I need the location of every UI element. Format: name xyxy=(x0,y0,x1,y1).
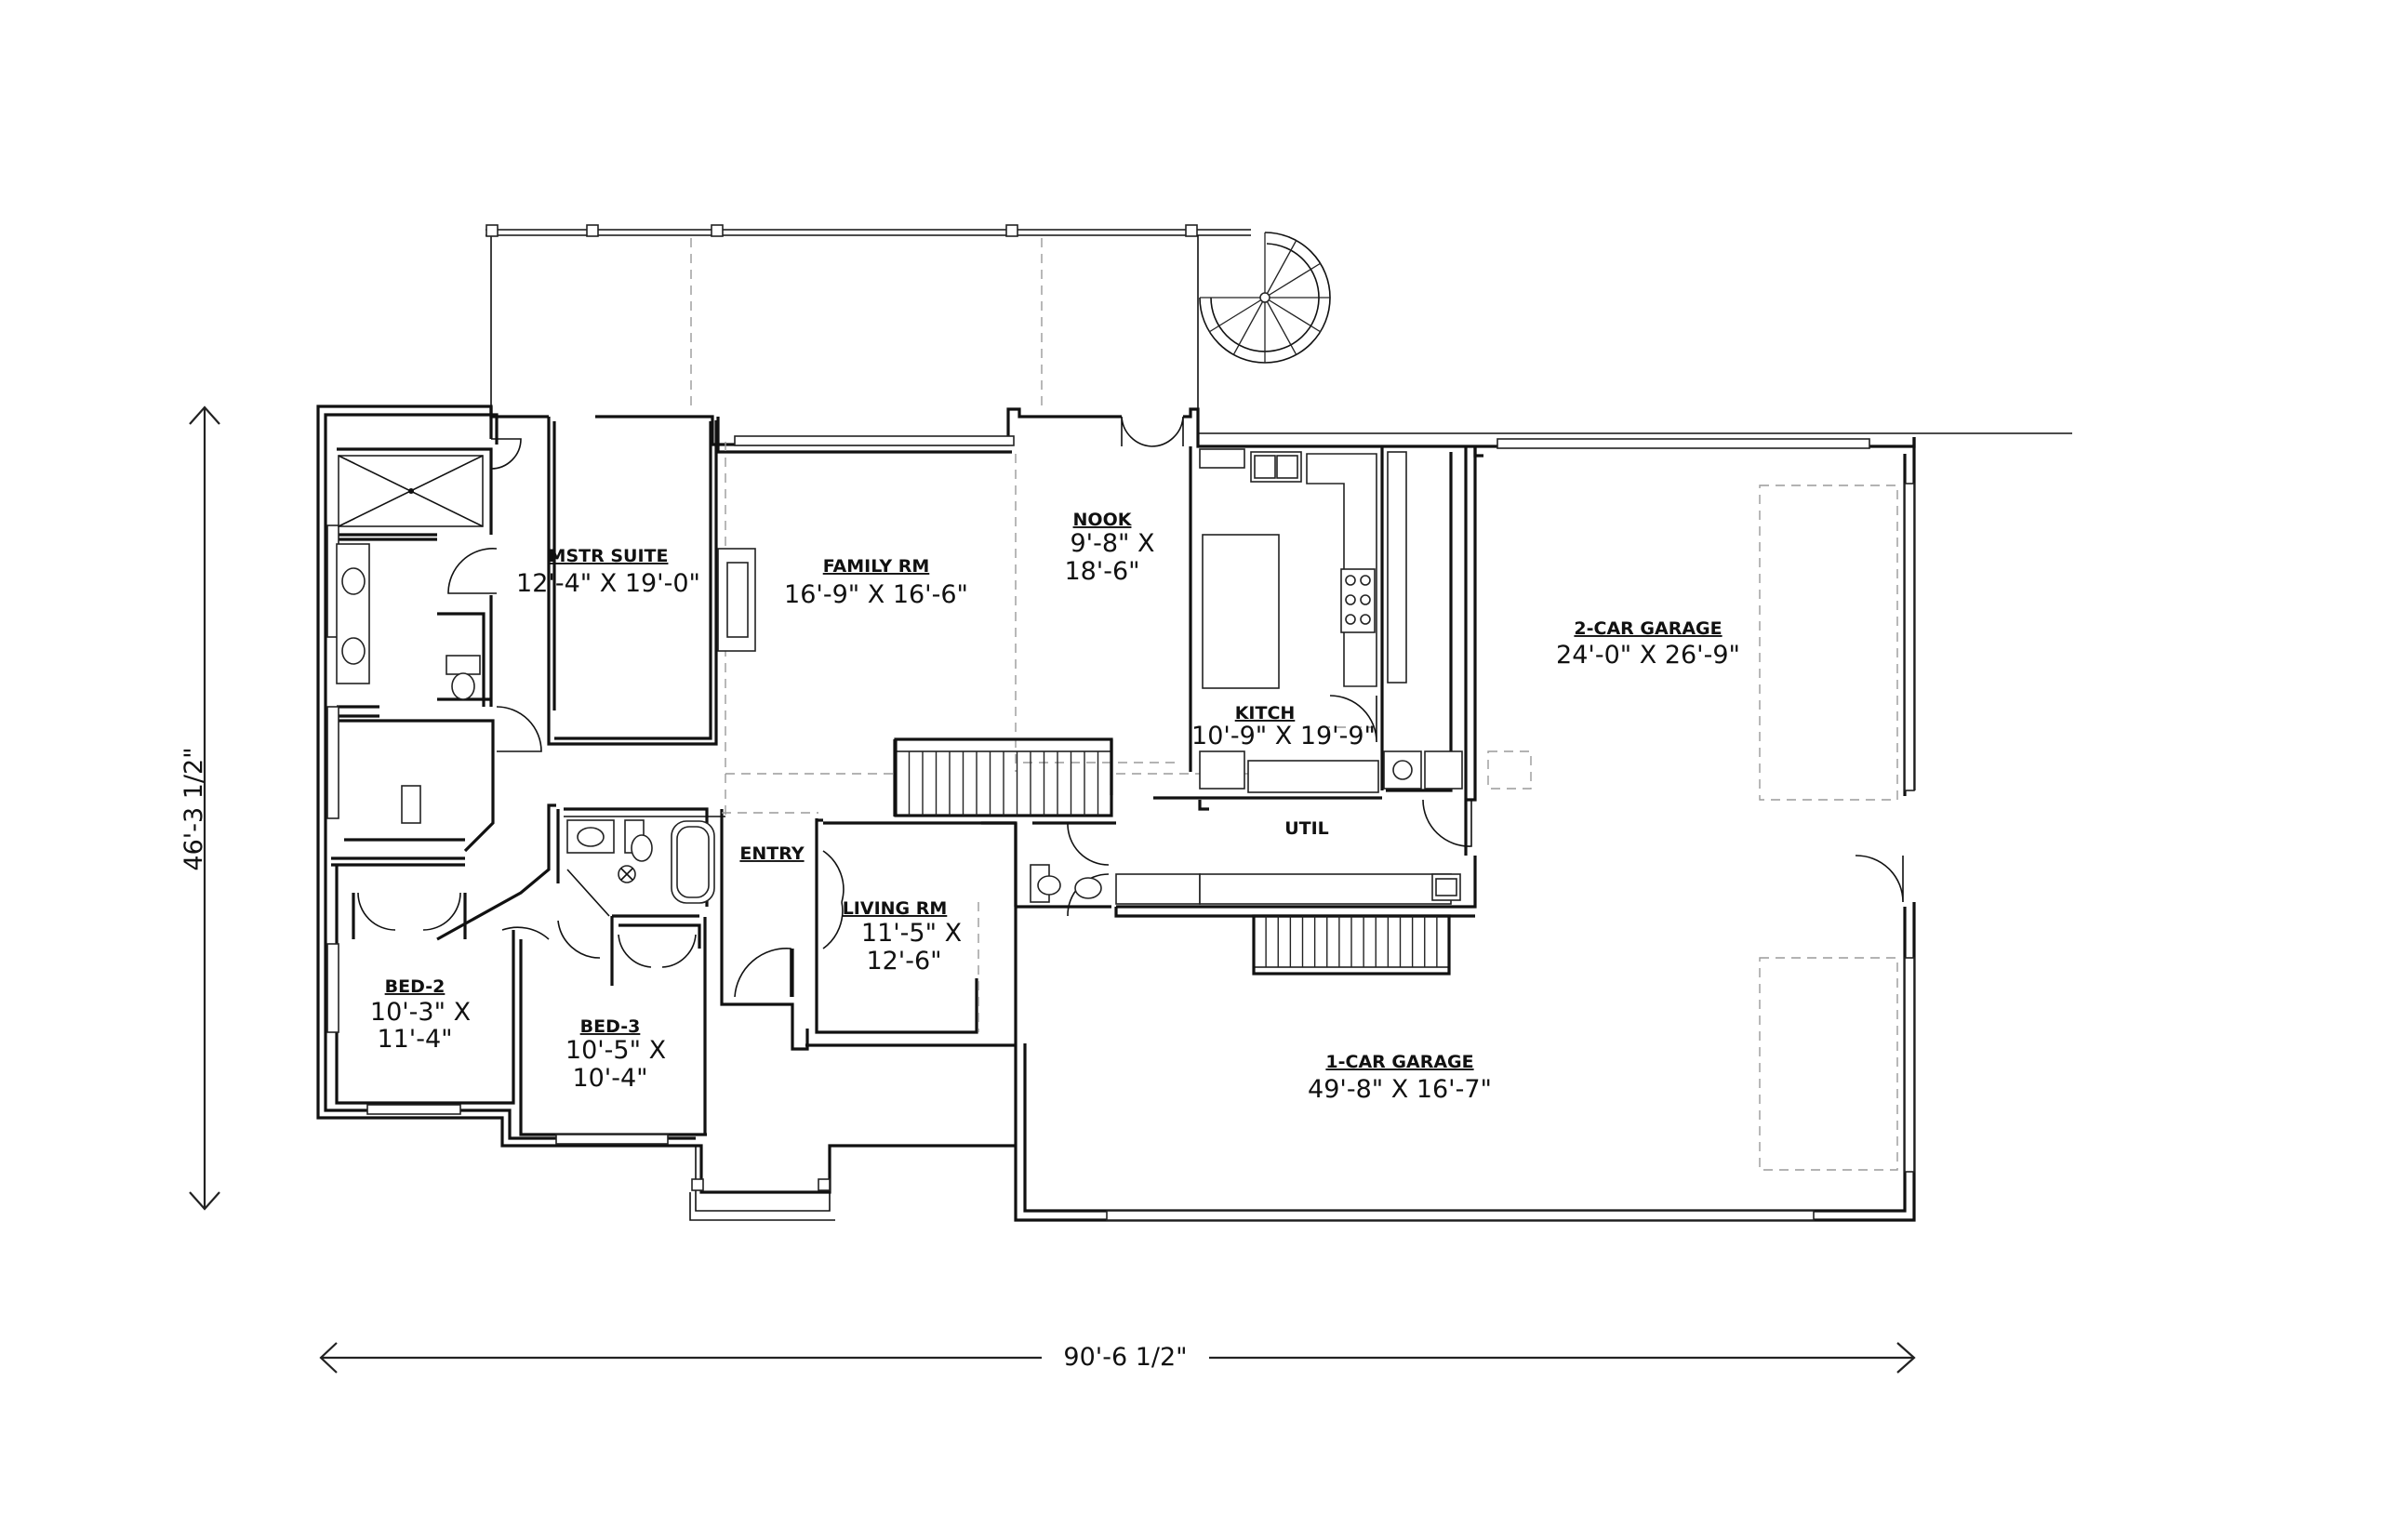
stairs xyxy=(894,737,1451,976)
room-2-car-garage: 2-CAR GARAGE 24'-0" X 26'-9" xyxy=(1556,618,1740,670)
room-name: LIVING RM xyxy=(843,898,948,919)
room-name: UTIL xyxy=(1284,818,1329,839)
room-size: 10'-3" X xyxy=(370,998,471,1027)
room-1-car-garage: 1-CAR GARAGE 49'-8" X 16'-7" xyxy=(1308,1052,1492,1104)
room-name: 2-CAR GARAGE xyxy=(1574,618,1722,639)
room-name: KITCH xyxy=(1235,703,1296,724)
room-util: UTIL xyxy=(1284,818,1329,839)
windows xyxy=(326,435,1915,1221)
room-name: FAMILY RM xyxy=(823,556,930,577)
width-dimension-label: 90'-6 1/2" xyxy=(1063,1343,1187,1372)
room-size: 9'-8" X xyxy=(1070,529,1154,558)
room-entry: ENTRY xyxy=(739,843,804,864)
rear-porch xyxy=(486,224,1331,409)
room-name: BED-3 xyxy=(580,1016,641,1037)
room-name: ENTRY xyxy=(739,843,804,864)
room-size: 12'-4" X 19'-0" xyxy=(516,569,700,598)
room-size: 10'-5" X xyxy=(565,1036,666,1065)
room-name: BED-2 xyxy=(385,976,446,997)
depth-dimension-label: 46'-3 1/2" xyxy=(180,747,208,870)
room-size: 18'-6" xyxy=(1064,557,1139,586)
room-bed-2: BED-2 10'-3" X 11'-4" xyxy=(370,976,471,1054)
room-size: 12'-6" xyxy=(866,947,941,976)
room-living-rm: LIVING RM 11'-5" X 12'-6" xyxy=(843,898,962,976)
room-labels: MSTR SUITE 12'-4" X 19'-0" FAMILY RM 16'… xyxy=(370,510,1740,1104)
room-family-rm: FAMILY RM 16'-9" X 16'-6" xyxy=(784,556,968,609)
room-size: 11'-4" xyxy=(377,1025,452,1054)
room-bed-3: BED-3 10'-5" X 10'-4" xyxy=(565,1016,666,1093)
room-kitch: KITCH 10'-9" X 19'-9" xyxy=(1191,703,1376,750)
depth-dimension: 46'-3 1/2" xyxy=(180,405,220,1211)
room-size: 10'-4" xyxy=(572,1064,647,1093)
room-name: MSTR SUITE xyxy=(549,546,669,566)
room-name: NOOK xyxy=(1073,510,1133,530)
room-mstr-suite: MSTR SUITE 12'-4" X 19'-0" xyxy=(516,546,700,598)
interior-walls xyxy=(331,417,1483,1136)
room-size: 49'-8" X 16'-7" xyxy=(1308,1075,1492,1104)
doors xyxy=(357,416,1904,998)
room-size: 24'-0" X 26'-9" xyxy=(1556,641,1740,670)
room-name: 1-CAR GARAGE xyxy=(1325,1052,1473,1072)
exterior-walls xyxy=(316,405,2072,1222)
room-nook: NOOK 9'-8" X 18'-6" xyxy=(1064,510,1154,586)
room-size: 10'-9" X 19'-9" xyxy=(1191,722,1376,750)
fixtures xyxy=(336,448,1463,905)
room-size: 11'-5" X xyxy=(861,919,962,948)
dashed-lines xyxy=(722,442,1898,1171)
room-size: 16'-9" X 16'-6" xyxy=(784,580,968,609)
width-dimension: 90'-6 1/2" xyxy=(319,1339,1916,1374)
